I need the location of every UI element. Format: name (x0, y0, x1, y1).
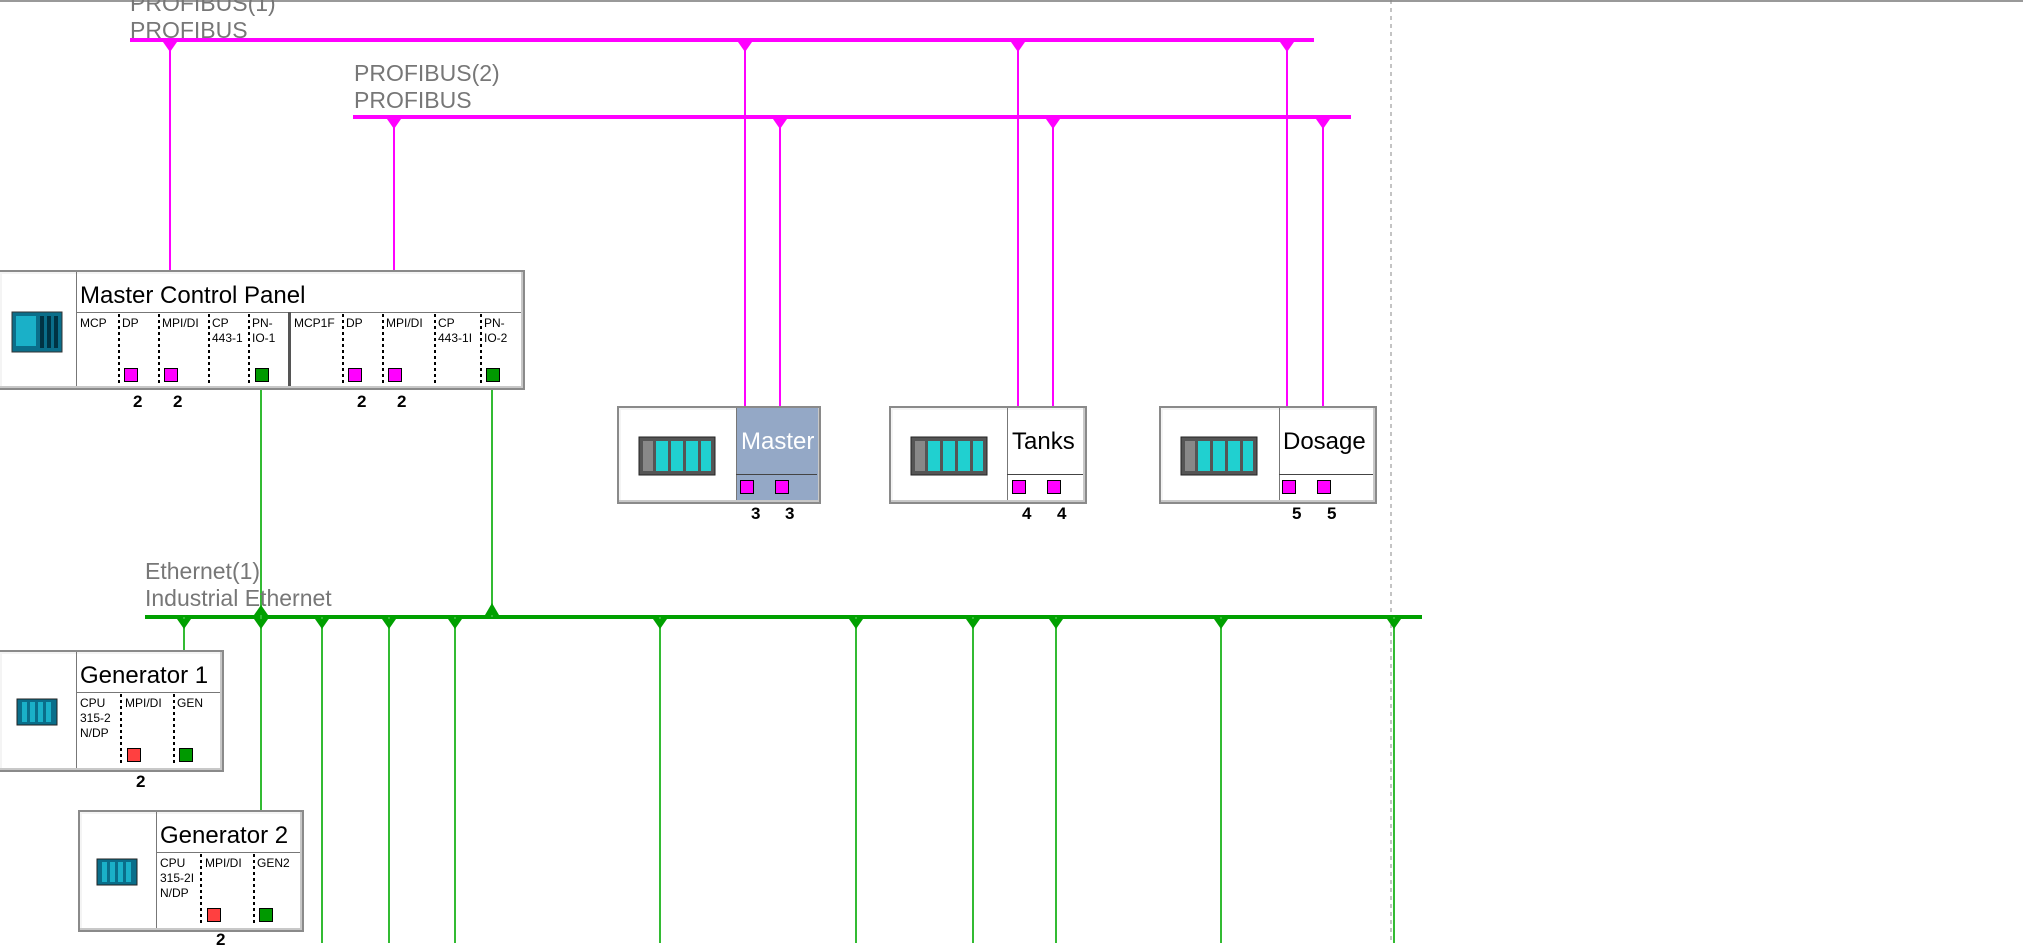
node-address: 5 (1292, 504, 1302, 523)
node-address: 3 (785, 504, 795, 523)
profibus1-connectors (163, 42, 1294, 52)
station-master-control-panel[interactable]: Master Control Panel MCP DP MPI/DI CP 44… (0, 270, 525, 390)
node-address: 3 (751, 504, 761, 523)
node-address: 2 (357, 392, 367, 411)
profibus-port[interactable] (1282, 480, 1296, 494)
station-generator-1[interactable]: Generator 1 CPU 315-2 N/DP MPI/DI GEN (0, 650, 224, 772)
slot-cp-443[interactable]: CP 443-1 (212, 316, 243, 345)
ethernet-port[interactable] (179, 748, 193, 762)
ethernet1-bus[interactable] (145, 389, 1422, 943)
profibus2-connectors (387, 119, 1330, 129)
ethernet1-connectors (177, 603, 1401, 629)
profibus2-drops (393, 117, 1324, 406)
profibus-port[interactable] (348, 368, 362, 382)
profibus1-drops (169, 40, 1288, 406)
ethernet1-type: Industrial Ethernet (145, 585, 332, 611)
ethernet1-name: Ethernet(1) (145, 558, 261, 584)
node-address: 2 (173, 392, 183, 411)
profibus2-label[interactable]: PROFIBUS(2) PROFIBUS (354, 60, 500, 114)
node-address: 2 (133, 392, 143, 411)
slot-mcp1f[interactable]: MCP1F (294, 316, 335, 330)
ethernet1-drops (183, 389, 1395, 943)
slot-mpi-dp[interactable]: MPI/DI (205, 856, 242, 870)
station-dosage[interactable]: Dosage (1159, 406, 1377, 504)
station-title: Generator 2 (160, 822, 289, 849)
station-title: Master (741, 428, 815, 455)
pc-station-icon (11, 311, 63, 353)
slot-pn-io-2[interactable]: PN- IO-2 (484, 316, 508, 345)
node-address: 2 (397, 392, 407, 411)
profibus-port[interactable] (164, 368, 178, 382)
profibus1-bus[interactable] (130, 38, 1314, 406)
profibus-port[interactable] (1047, 480, 1061, 494)
station-title: Generator 1 (80, 662, 209, 689)
s7-rack-icon (910, 436, 988, 476)
slot-dp[interactable]: DP (122, 316, 139, 330)
profibus2-bus[interactable] (353, 115, 1351, 406)
station-master[interactable]: Master (617, 406, 821, 504)
profibus-port[interactable] (388, 368, 402, 382)
slot-pn-io-1[interactable]: PN- IO-1 (252, 316, 276, 345)
cpu-station-icon (96, 858, 138, 886)
profibus-port[interactable] (124, 368, 138, 382)
slot-mpi-dp[interactable]: MPI/DI (125, 696, 162, 710)
slot-gen2[interactable]: GEN2 (257, 856, 290, 870)
slot-mpi-dp[interactable]: MPI/DI (162, 316, 199, 330)
slot-mpi-dp-2[interactable]: MPI/DI (386, 316, 423, 330)
profibus2-name: PROFIBUS(2) (354, 60, 500, 86)
profibus2-type: PROFIBUS (354, 87, 472, 113)
station-title: Dosage (1283, 428, 1366, 455)
mpi-port[interactable] (207, 908, 221, 922)
mpi-port[interactable] (127, 748, 141, 762)
slot-dividers (120, 694, 175, 766)
s7-rack-icon (1180, 436, 1258, 476)
slot-dp-2[interactable]: DP (346, 316, 363, 330)
slot-mcp[interactable]: MCP (80, 316, 107, 330)
cpu-station-icon (16, 698, 58, 726)
ethernet1-label[interactable]: Ethernet(1) Industrial Ethernet (145, 558, 332, 612)
station-title: Master Control Panel (80, 282, 306, 309)
ethernet-port[interactable] (259, 908, 273, 922)
slot-gen[interactable]: GEN (177, 696, 204, 710)
ethernet-port[interactable] (486, 368, 500, 382)
profibus-port[interactable] (1317, 480, 1331, 494)
profibus-port[interactable] (740, 480, 754, 494)
profibus1-name: PROFIBUS(1) (130, 0, 276, 16)
slot-cp-443-2[interactable]: CP 443-1I (438, 316, 473, 345)
slot-dividers (200, 854, 255, 926)
slot-cpu[interactable]: CPU 315-2I N/DP (160, 856, 195, 900)
node-address: 4 (1022, 504, 1032, 523)
ethernet-port[interactable] (255, 368, 269, 382)
profibus1-label[interactable]: PROFIBUS(1) PROFIBUS (130, 0, 276, 44)
station-tanks[interactable]: Tanks (889, 406, 1087, 504)
node-address: 2 (136, 772, 146, 791)
station-generator-2[interactable]: Generator 2 CPU 315-2I N/DP MPI/DI GEN2 (78, 810, 304, 932)
node-address: 5 (1327, 504, 1337, 523)
profibus-port[interactable] (1012, 480, 1026, 494)
profibus1-type: PROFIBUS (130, 17, 248, 43)
node-address: 2 (216, 930, 226, 949)
node-address: 4 (1057, 504, 1067, 523)
profibus-port[interactable] (775, 480, 789, 494)
station-title: Tanks (1012, 428, 1075, 455)
s7-rack-icon (638, 436, 716, 476)
slot-cpu[interactable]: CPU 315-2 N/DP (80, 696, 111, 740)
